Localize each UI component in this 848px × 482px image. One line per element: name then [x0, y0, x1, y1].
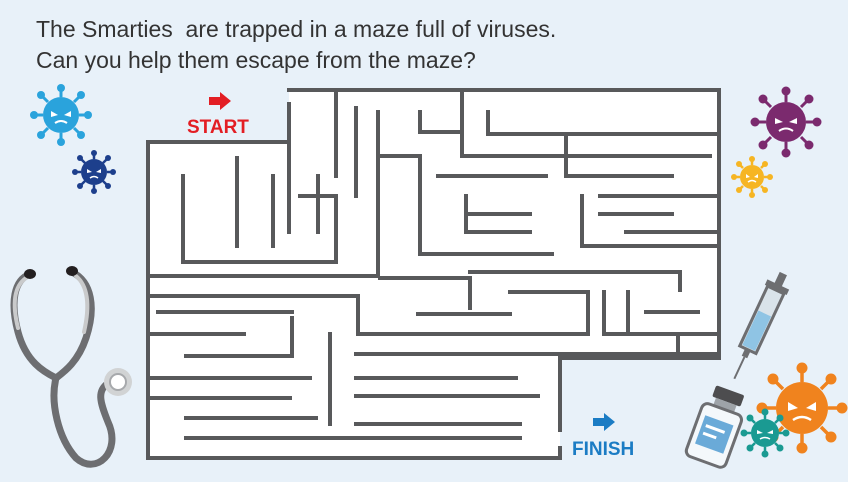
vaccine-vial-icon: [684, 385, 744, 469]
virus-icon: [731, 156, 773, 198]
virus-icon: [30, 84, 92, 146]
virus-icon: [72, 150, 116, 194]
instruction-line-2: Can you help them escape from the maze?: [36, 47, 476, 73]
virus-icon: [740, 408, 790, 458]
stethoscope-icon: [10, 266, 132, 468]
start-label: START: [187, 117, 249, 138]
finish-arrow-icon: [593, 413, 615, 431]
virus-icon: [750, 86, 822, 158]
start-arrow-icon: [209, 92, 231, 110]
finish-label: FINISH: [572, 439, 635, 460]
syringe-icon: [733, 271, 790, 380]
maze-walls: [146, 88, 721, 460]
outer-wall: [287, 88, 721, 432]
instruction-line-1: The Smarties are trapped in a maze full …: [36, 16, 557, 42]
outer-wall-left: [146, 102, 562, 460]
virus-icon: [756, 362, 848, 454]
instructions: The Smarties are trapped in a maze full …: [36, 14, 556, 76]
